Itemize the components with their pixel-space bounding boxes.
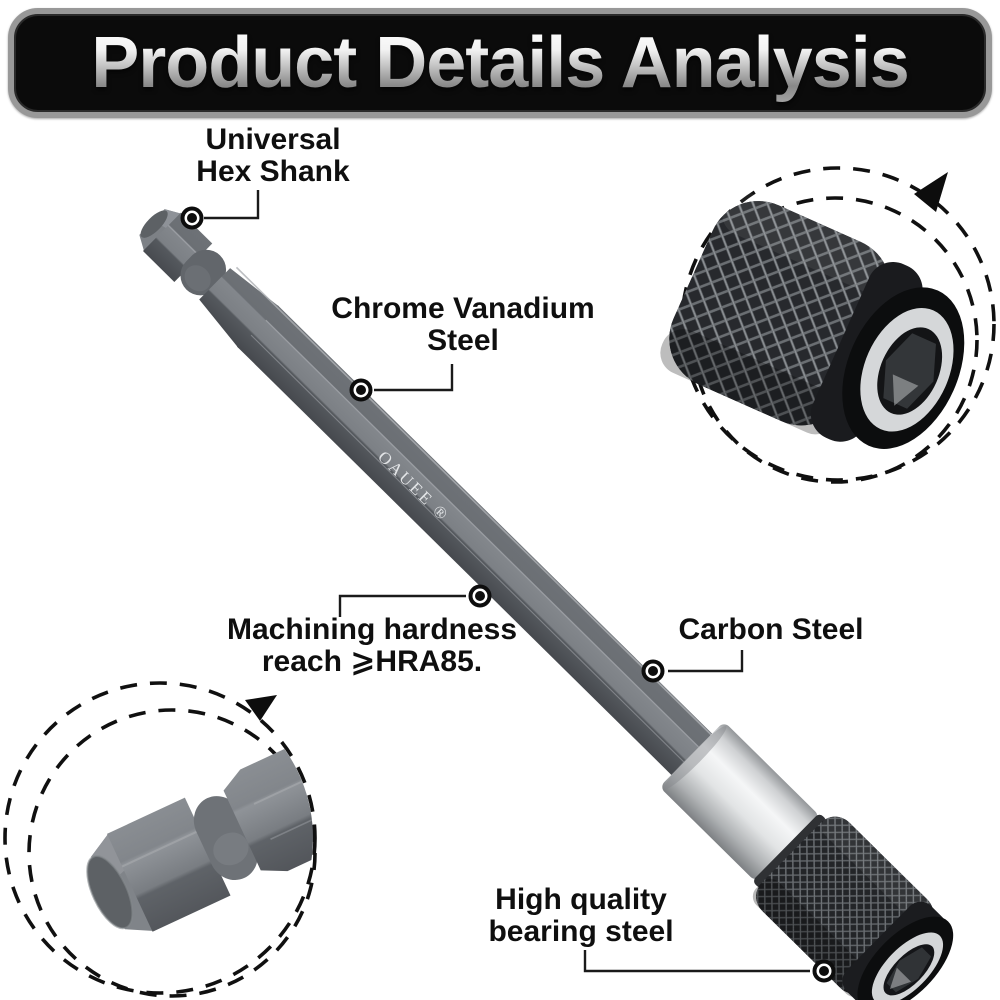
rotation-arrow-icon (245, 695, 277, 721)
silver-collar (662, 724, 826, 888)
callout-line-machining (338, 594, 466, 617)
rotation-arrow-icon (914, 172, 948, 212)
inset-socket-closeup (660, 166, 996, 484)
hex-socket-face (857, 916, 954, 1000)
inset-hexshank-closeup (3, 681, 317, 998)
shaft: OAUEE ® (199, 266, 715, 778)
label-line: Chrome Vanadium (331, 292, 595, 325)
label-line: reach ⩾HRA85. (261, 645, 483, 679)
page-title: Product Details Analysis (91, 23, 910, 103)
label-carbon-steel: Carbon Steel (678, 613, 864, 646)
callout-lines (204, 190, 810, 973)
callout-marker (180, 206, 204, 230)
callout-line-hex-shank (204, 190, 260, 220)
dashed-ring-inner (27, 708, 317, 998)
label-line: Steel (427, 324, 499, 358)
callout-line-chrome-vanadium (374, 364, 454, 392)
extension-bar-photo: OAUEE ® (139, 209, 954, 1000)
label-line: Hex Shank (196, 155, 350, 189)
callout-markers (180, 206, 836, 983)
hex-shank-tip (139, 209, 227, 296)
label-line: Machining hardness (226, 613, 518, 646)
callout-marker (468, 584, 492, 608)
label-line: Carbon Steel (678, 613, 864, 646)
label-line: High quality (495, 883, 667, 916)
label-bearing-steel: High quality bearing steel (488, 883, 674, 949)
label-line: Universal (205, 123, 341, 156)
callout-marker (349, 378, 373, 402)
label-chrome-vanadium-steel: Chrome Vanadium Steel (331, 292, 595, 358)
label-machining-hardness: Machining hardness reach ⩾HRA85. (226, 613, 518, 679)
callout-marker (641, 659, 665, 683)
callout-line-carbon-steel (668, 650, 744, 673)
dashed-ring-inner (691, 196, 979, 484)
title-banner: Product Details Analysis (8, 8, 992, 118)
label-line: bearing steel (488, 915, 674, 949)
callout-line-bearing-steel (583, 950, 810, 973)
label-universal-hex-shank: Universal Hex Shank (196, 123, 350, 189)
callout-marker (812, 959, 836, 983)
